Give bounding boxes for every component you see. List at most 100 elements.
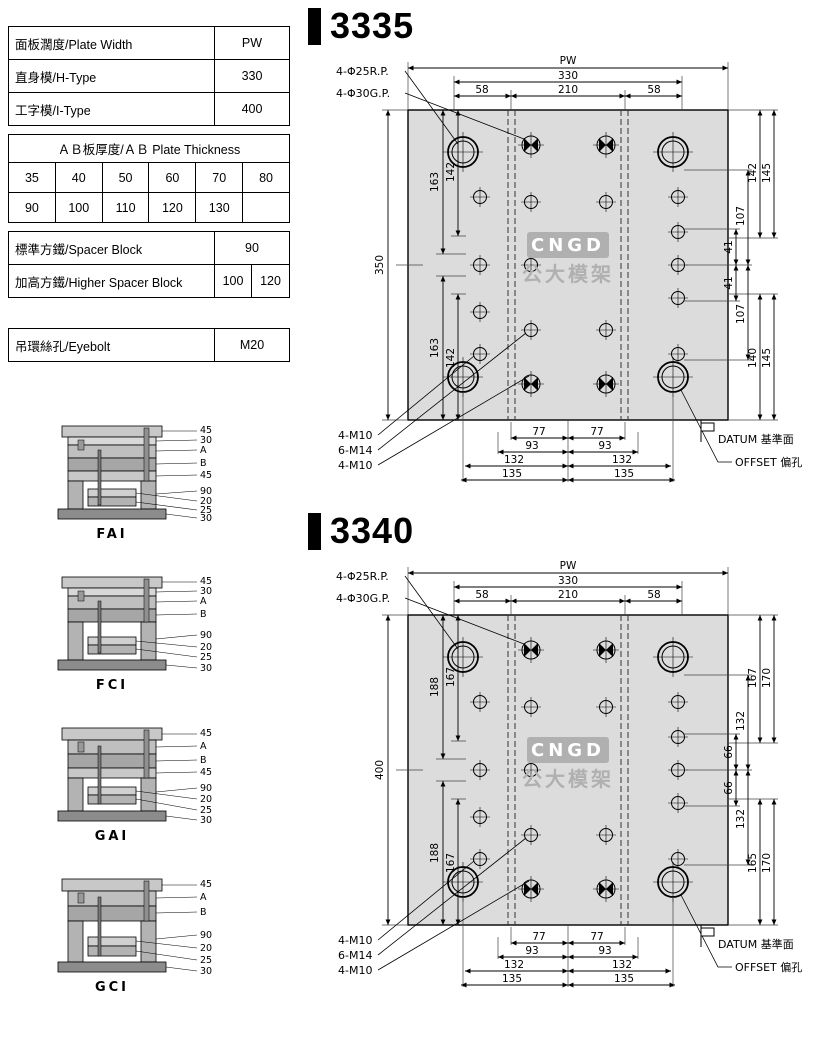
watermark: CNGD 公大模架 bbox=[522, 232, 611, 286]
dim-label: 41 bbox=[723, 276, 735, 289]
ab-cell: 100 bbox=[54, 192, 103, 223]
eyebolt-table: 吊環絲孔/Eyebolt M20 bbox=[8, 328, 290, 362]
dim-label: 25 bbox=[200, 805, 212, 816]
dim-label: 90 bbox=[200, 630, 212, 641]
diagram-3335: 3335 bbox=[308, 4, 818, 499]
callout-m14: 6-M14 bbox=[338, 949, 372, 962]
dim-label: 30 bbox=[200, 586, 212, 597]
dim-label: 45 bbox=[200, 879, 212, 890]
ab-cell: 120 bbox=[148, 192, 197, 223]
callouts: 4-Φ25R.P. 4-Φ30G.P. 4-M10 6-M14 4-M10 OF… bbox=[336, 570, 802, 977]
dim-label: 77 bbox=[532, 931, 545, 943]
dim-label: B bbox=[200, 755, 207, 766]
spec-value: 120 bbox=[251, 264, 290, 298]
leader-lines bbox=[135, 884, 198, 972]
dim-label: 210 bbox=[558, 84, 578, 96]
dim-label: 77 bbox=[590, 931, 603, 943]
table-row: 面板濶度/Plate Width PW bbox=[8, 26, 290, 60]
table-row: 標準方鐵/Spacer Block 90 bbox=[8, 231, 290, 265]
plate-top-view-3340: PW 330 58 210 58 400 188 167 188 167 66 … bbox=[336, 560, 802, 988]
dim-label: 45 bbox=[200, 728, 212, 739]
spacer-table: 標準方鐵/Spacer Block 90 加高方鐵/Higher Spacer … bbox=[8, 231, 290, 298]
spec-value: 90 bbox=[214, 231, 290, 265]
table-row: 工字模/I-Type 400 bbox=[8, 92, 290, 126]
callout-return-pin: 4-Φ25R.P. bbox=[336, 570, 389, 583]
dimension-labels: PW 330 58 210 58 350 163 142 163 142 41 … bbox=[374, 55, 773, 480]
datum-flag-icon bbox=[700, 422, 715, 432]
leader-lines bbox=[135, 581, 198, 669]
dim-label: 93 bbox=[525, 440, 538, 452]
dim-label: 142 bbox=[445, 348, 457, 368]
cross-section-gai: 45 A B 45 90 20 25 30 GAI bbox=[48, 724, 290, 851]
dim-label: 167 bbox=[747, 668, 759, 688]
dim-label: PW bbox=[560, 55, 577, 67]
dim-label: 30 bbox=[200, 966, 212, 977]
dim-label: 45 bbox=[200, 425, 212, 436]
dim-label: 20 bbox=[200, 943, 212, 954]
dim-label: 350 bbox=[374, 255, 386, 275]
cross-section-fai-drawing: 45 30 A B 45 90 20 25 30 FAI bbox=[57, 425, 212, 542]
dim-label: 132 bbox=[504, 959, 524, 971]
dim-label: 165 bbox=[747, 853, 759, 873]
dim-label: 135 bbox=[502, 468, 522, 480]
ab-cell bbox=[242, 192, 290, 223]
ab-title: ＡＢ板厚度/ＡＢ Plate Thickness bbox=[8, 134, 290, 163]
spec-label: 直身模/H-Type bbox=[8, 59, 215, 93]
dim-label: 107 bbox=[735, 304, 747, 324]
dim-label: 170 bbox=[761, 668, 773, 688]
dim-label: PW bbox=[560, 560, 577, 572]
brand-logo: CNGD bbox=[531, 235, 605, 256]
ab-cell: 110 bbox=[101, 192, 150, 223]
dim-label: 135 bbox=[614, 973, 634, 985]
dim-label: 90 bbox=[200, 486, 212, 497]
diagram-column: 3335 bbox=[308, 4, 818, 1014]
callout-m10-top: 4-M10 bbox=[338, 429, 372, 442]
datum-label: DATUM 基準面 bbox=[718, 432, 794, 446]
brand-logo: CNGD bbox=[531, 740, 605, 761]
spec-column: 面板濶度/Plate Width PW 直身模/H-Type 330 工字模/I… bbox=[8, 26, 290, 1026]
dim-label: A bbox=[200, 741, 207, 752]
dim-label: 45 bbox=[200, 470, 212, 481]
dim-label: 30 bbox=[200, 513, 212, 524]
title-bar bbox=[308, 7, 321, 45]
dim-label: 30 bbox=[200, 663, 212, 674]
spec-value: 330 bbox=[214, 59, 290, 93]
holes bbox=[443, 637, 693, 902]
dim-label: 142 bbox=[747, 163, 759, 183]
section-name: GCI bbox=[95, 980, 129, 995]
dimension-labels: 45 A B 45 90 20 25 30 bbox=[200, 728, 212, 826]
diagram-3340: 3340 bbox=[308, 509, 818, 1004]
table-row: 加高方鐵/Higher Spacer Block 100 120 bbox=[8, 264, 290, 298]
dim-label: 45 bbox=[200, 767, 212, 778]
dim-label: 210 bbox=[558, 589, 578, 601]
dim-label: 93 bbox=[525, 945, 538, 957]
dim-label: 66 bbox=[723, 745, 735, 759]
dim-label: 58 bbox=[475, 84, 488, 96]
mold-stack bbox=[57, 727, 167, 822]
table-row: 吊環絲孔/Eyebolt M20 bbox=[8, 328, 290, 362]
dim-label: A bbox=[200, 596, 207, 607]
dim-label: 135 bbox=[502, 973, 522, 985]
spec-label: 加高方鐵/Higher Spacer Block bbox=[8, 264, 215, 298]
dim-label: 135 bbox=[614, 468, 634, 480]
callout-m10-bottom: 4-M10 bbox=[338, 459, 372, 472]
dim-label: 330 bbox=[558, 575, 578, 587]
dim-label: 163 bbox=[429, 172, 441, 192]
dim-label: 145 bbox=[761, 163, 773, 183]
dim-label: 330 bbox=[558, 70, 578, 82]
ab-cell: 70 bbox=[195, 162, 244, 193]
spec-label: 吊環絲孔/Eyebolt bbox=[8, 328, 215, 362]
dim-label: 90 bbox=[200, 930, 212, 941]
spec-label: 標準方鐵/Spacer Block bbox=[8, 231, 215, 265]
dim-label: 25 bbox=[200, 955, 212, 966]
dim-label: 163 bbox=[429, 338, 441, 358]
dim-label: A bbox=[200, 445, 207, 456]
datum-label: DATUM 基準面 bbox=[718, 937, 794, 951]
dim-label: A bbox=[200, 892, 207, 903]
dim-label: 30 bbox=[200, 435, 212, 446]
cross-section-fci: 45 30 A B 90 20 25 30 FCI bbox=[48, 573, 290, 700]
diagram-3340-header: 3340 bbox=[308, 509, 818, 553]
datum-flag-icon bbox=[700, 927, 715, 937]
mold-stack bbox=[57, 425, 167, 520]
dim-label: 167 bbox=[445, 853, 457, 873]
